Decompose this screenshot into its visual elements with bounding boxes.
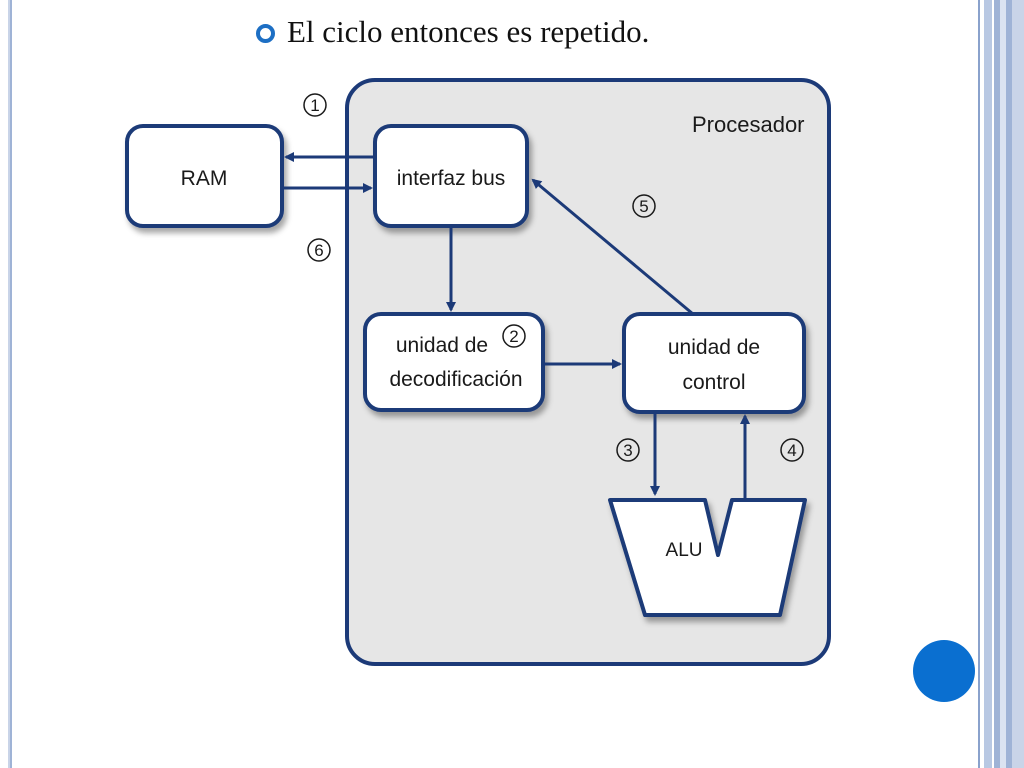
bullet-icon <box>256 24 275 43</box>
arrow-control-to-bus <box>531 178 694 316</box>
step-3-label: 3 <box>623 441 632 460</box>
bus-interface-label: interfaz bus <box>397 167 506 190</box>
alu-label: ALU <box>666 540 703 561</box>
step-6-marker: 6 <box>307 238 331 262</box>
decoder-label-line2: decodificación <box>389 368 522 391</box>
step-2-label: 2 <box>509 327 518 346</box>
slide-heading: El ciclo entonces es repetido. <box>256 14 649 50</box>
step-1-marker: 1 <box>303 93 327 117</box>
step-3-marker: 3 <box>616 438 640 462</box>
slide-left-border <box>0 0 12 768</box>
step-5-label: 5 <box>639 197 648 216</box>
decoder-box <box>363 312 545 412</box>
slide-right-border <box>978 0 1024 768</box>
control-unit-box <box>622 312 806 414</box>
ram-box <box>125 124 284 228</box>
step-4-marker: 4 <box>780 438 804 462</box>
control-unit-label-line2: control <box>682 371 745 394</box>
alu-shape <box>608 498 807 617</box>
step-6-label: 6 <box>314 241 323 260</box>
ram-label: RAM <box>181 167 228 190</box>
heading-text: El ciclo entonces es repetido. <box>287 14 650 49</box>
step-5-marker: 5 <box>632 194 656 218</box>
decoder-label-line1: unidad de <box>396 334 488 357</box>
control-unit-label-line1: unidad de <box>668 336 760 359</box>
step-4-label: 4 <box>787 441 796 460</box>
slide-decoration-dot <box>913 640 975 702</box>
step-1-label: 1 <box>310 96 319 115</box>
processor-label: Procesador <box>692 112 805 137</box>
step-2-marker: 2 <box>502 324 526 348</box>
